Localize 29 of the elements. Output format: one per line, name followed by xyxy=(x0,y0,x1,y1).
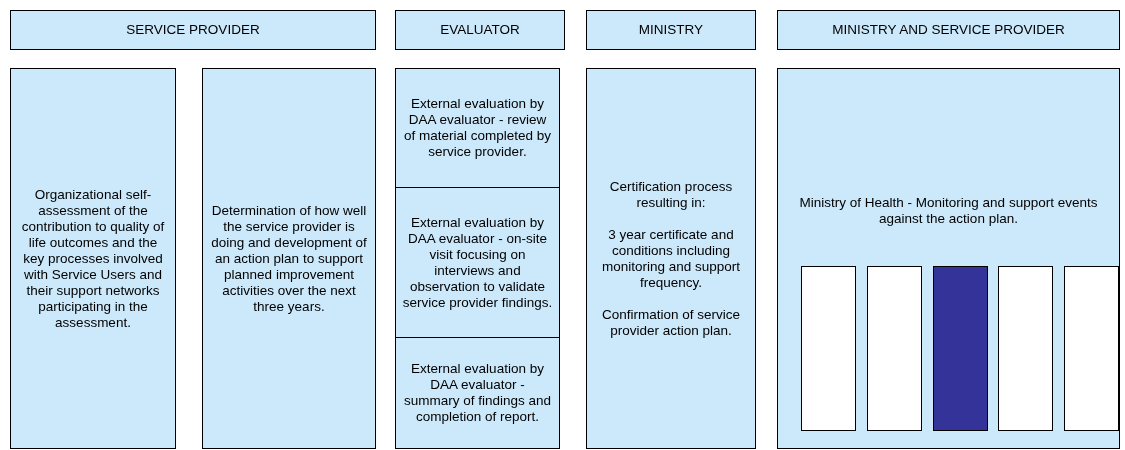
description-text: Ministry of Health - Monitoring and support events against the action plan. xyxy=(798,195,1099,227)
description-text: Certification process resulting in: xyxy=(608,178,734,211)
process-box xyxy=(395,337,560,449)
description-text: External evaluation by DAA evaluator - review of material completed by service provider. xyxy=(402,96,553,160)
bar-shape xyxy=(1064,266,1119,431)
description-text: External evaluation by DAA evaluator - summary of findings and completion of report. xyxy=(402,361,553,425)
description-text: 3 year certificate and conditions including monitoring and support frequency. xyxy=(600,226,742,291)
bar-shape xyxy=(998,266,1053,431)
process-box xyxy=(395,187,560,338)
description-text: Confirmation of service provider action plan. xyxy=(600,306,742,339)
process-box xyxy=(586,68,756,449)
column-header xyxy=(777,10,1120,50)
description-text: Determination of how well the service provider is doing and development of an action plan to support planned improvement activities over the next three years. xyxy=(210,202,368,315)
header-text: MINISTRY xyxy=(637,22,705,38)
header-text: EVALUATOR xyxy=(439,22,521,38)
process-box xyxy=(777,68,1120,449)
process-box xyxy=(202,68,376,449)
bar-shape xyxy=(801,266,856,431)
header-text: SERVICE PROVIDER xyxy=(125,22,261,38)
description-text: External evaluation by DAA evaluator - on-site visit focusing on interviews and observation to validate service provider findings. xyxy=(401,214,554,311)
header-text: MINISTRY AND SERVICE PROVIDER xyxy=(831,22,1066,38)
process-box xyxy=(395,68,560,188)
process-box xyxy=(10,68,176,449)
column-header xyxy=(586,10,756,50)
description-text: Organizational self-assessment of the contribution to quality of life outcomes and the key processes involved with Service Users and their support networks participating in the assessment. xyxy=(20,186,166,331)
bar-shape xyxy=(933,266,988,431)
column-header xyxy=(395,10,565,50)
bar-shape xyxy=(867,266,922,431)
column-header xyxy=(10,10,376,50)
